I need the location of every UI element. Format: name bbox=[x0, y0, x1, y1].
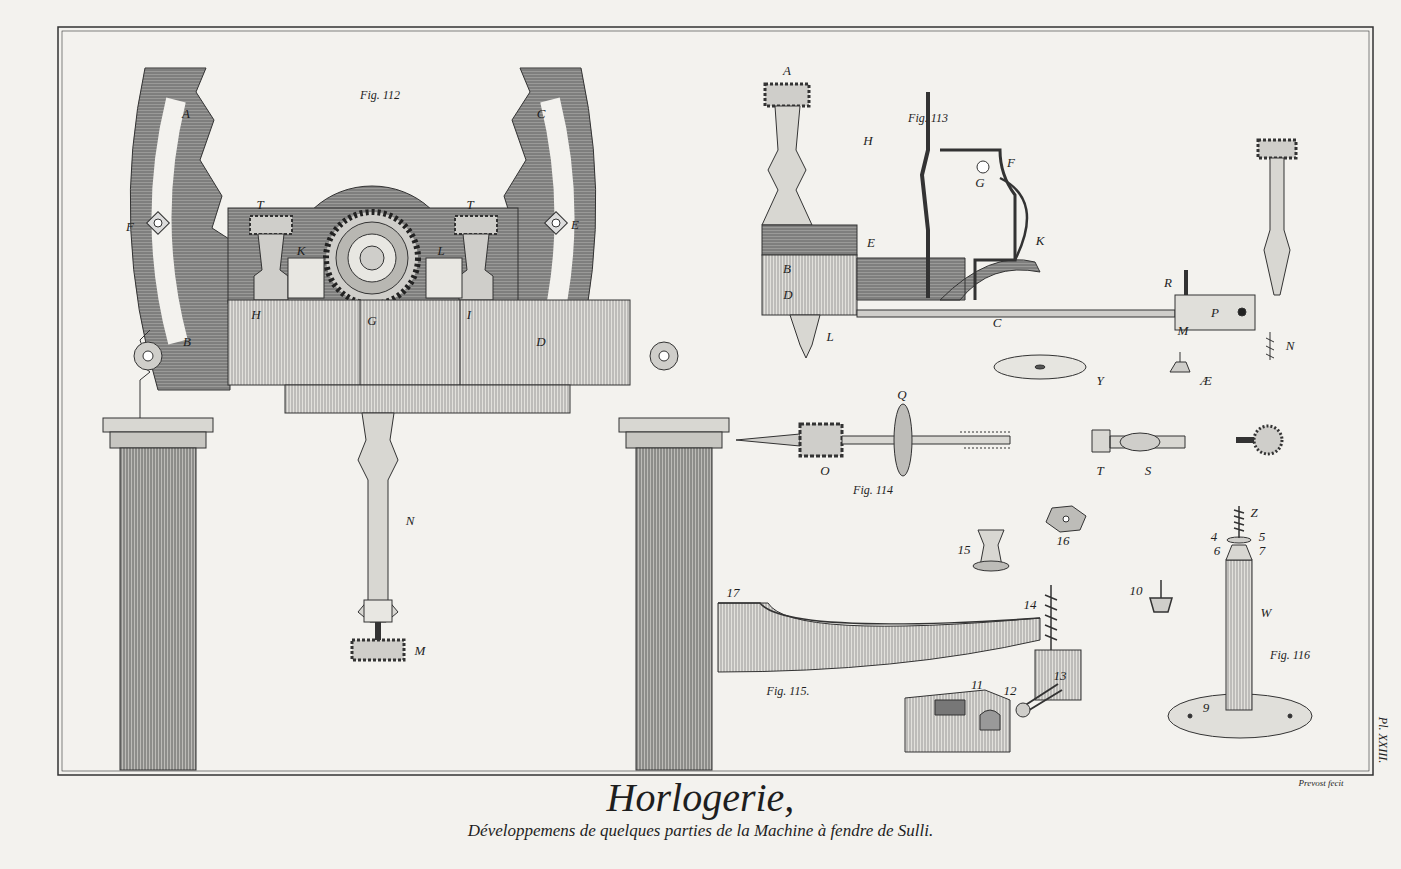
part-letter: D bbox=[783, 288, 792, 301]
part-letter: 12 bbox=[1004, 684, 1017, 697]
part-letter: K bbox=[297, 244, 306, 257]
part-letter: 4 bbox=[1211, 530, 1218, 543]
part-letter: I bbox=[467, 308, 471, 321]
part-letter: B bbox=[783, 262, 791, 275]
part-letter: A bbox=[182, 107, 190, 120]
part-letter: Fig. 116 bbox=[1270, 649, 1310, 661]
part-letter: N bbox=[1286, 339, 1295, 352]
part-letter: S bbox=[1145, 464, 1152, 477]
part-letter: F bbox=[126, 220, 134, 233]
part-letter: 15 bbox=[958, 543, 971, 556]
part-letter: M bbox=[1178, 324, 1189, 337]
part-letter: 16 bbox=[1057, 534, 1070, 547]
part-letter: 9 bbox=[1203, 701, 1210, 714]
plate-caption: Développemens de quelques parties de la … bbox=[0, 822, 1401, 841]
part-letter: C bbox=[537, 107, 546, 120]
part-letter: Y bbox=[1096, 374, 1103, 387]
part-letter: O bbox=[820, 464, 829, 477]
plate-title: Horlogerie, bbox=[0, 776, 1401, 820]
part-letter: Æ bbox=[1200, 374, 1212, 387]
part-letter: 5 bbox=[1259, 530, 1266, 543]
part-letter: Z bbox=[1250, 506, 1257, 519]
part-letter: D bbox=[536, 335, 545, 348]
part-letter: 17 bbox=[727, 586, 740, 599]
part-letter: E bbox=[571, 218, 579, 231]
part-letter: A bbox=[783, 64, 791, 77]
part-letter: T bbox=[256, 198, 263, 211]
part-letter: T bbox=[1096, 464, 1103, 477]
part-letter: G bbox=[367, 314, 376, 327]
part-letter: Fig. 115. bbox=[767, 685, 810, 697]
part-letter: M bbox=[415, 644, 426, 657]
part-letter: B bbox=[183, 335, 191, 348]
part-letter: N bbox=[406, 514, 415, 527]
part-letter: Fig. 113 bbox=[908, 112, 948, 124]
part-letter: 7 bbox=[1259, 544, 1266, 557]
part-letter: C bbox=[993, 316, 1002, 329]
part-letter: R bbox=[1164, 276, 1172, 289]
part-letter: 11 bbox=[971, 678, 983, 691]
part-letter: T bbox=[466, 198, 473, 211]
part-letter: G bbox=[975, 176, 984, 189]
part-letter: 14 bbox=[1024, 598, 1037, 611]
part-letter: H bbox=[863, 134, 872, 147]
part-letter: P bbox=[1211, 306, 1219, 319]
plate-inscription: Prevost fecit bbox=[1299, 779, 1344, 788]
part-letter: Q bbox=[897, 388, 906, 401]
plate-inscription: Pl. XXIII. bbox=[1377, 717, 1389, 763]
part-letter: L bbox=[826, 330, 833, 343]
part-letter: 6 bbox=[1214, 544, 1221, 557]
part-letter: F bbox=[1007, 156, 1015, 169]
part-letter: Fig. 114 bbox=[853, 484, 893, 496]
part-letter: K bbox=[1036, 234, 1045, 247]
part-letter: L bbox=[437, 244, 444, 257]
part-letter: Fig. 112 bbox=[360, 89, 400, 101]
part-letter: E bbox=[867, 236, 875, 249]
part-letter: 10 bbox=[1130, 584, 1143, 597]
part-letter: H bbox=[251, 308, 260, 321]
part-letter: W bbox=[1261, 606, 1272, 619]
part-letter: 13 bbox=[1054, 669, 1067, 682]
